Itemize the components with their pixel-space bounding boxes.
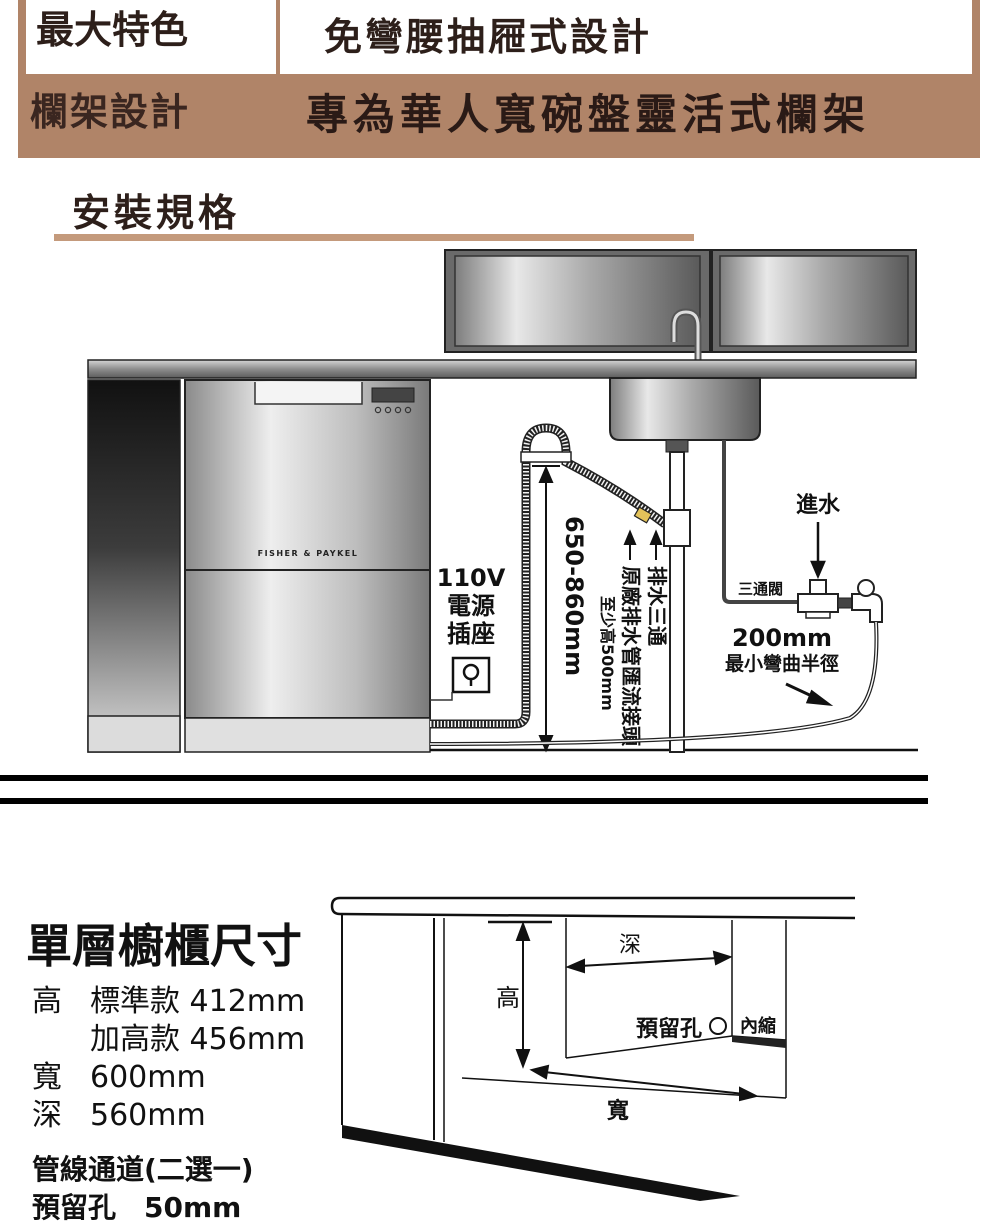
water-inlet-label: 進水	[796, 493, 841, 518]
drain-tee	[663, 509, 691, 547]
control-panel	[371, 387, 415, 403]
cabinet-base	[342, 1125, 740, 1201]
spec-width-key: 寬	[32, 1060, 62, 1095]
outlet-label-1: 電源	[447, 592, 495, 620]
sink-basin	[609, 377, 761, 441]
bend-arrow	[785, 682, 834, 707]
reserved-hole-label: 預留孔	[636, 1016, 702, 1042]
cabinet-countertop	[330, 896, 856, 920]
countertop	[87, 359, 917, 379]
cabinet-height-arrow	[515, 921, 531, 1069]
water-supply-line	[722, 440, 800, 604]
drain-label-1: 原廠排水管匯流接頭	[619, 566, 643, 747]
drain-tee-label: 排水三通	[645, 566, 669, 646]
spec-height-std: 高標準款 412mm	[32, 976, 305, 1020]
power-outlet	[451, 656, 491, 694]
cabinet-height-label: 高	[496, 984, 520, 1012]
drain-label-2: 至少高500mm	[598, 596, 617, 711]
separator-rule-1	[0, 775, 928, 781]
drain-arrows	[623, 529, 663, 560]
feature-label-rack: 欄架設計	[30, 90, 191, 134]
drain-hose	[430, 423, 668, 729]
bend-label: 最小彎曲半徑	[725, 652, 839, 675]
lower-cabinet-panel	[184, 569, 431, 719]
outlet-voltage: 110V	[437, 564, 506, 592]
install-diagram: FISHER & PAYKEL 110V 電源 插座 650-860mm 原廠排…	[87, 249, 918, 753]
upper-cabinet-right-door	[719, 255, 909, 347]
recess-label: 內縮	[740, 1015, 776, 1037]
tee-valve	[797, 593, 839, 613]
recess-strip	[732, 1036, 786, 1048]
water-inlet-arrow	[810, 522, 826, 580]
reserved-hole-icon	[709, 1017, 727, 1035]
cabinet-diagram: 高 深 寬 預留孔 內縮	[330, 896, 856, 1201]
spec-depth-key: 深	[32, 1098, 62, 1133]
dishwasher-drawer	[184, 379, 431, 571]
section-underline	[54, 234, 694, 241]
feature-row-1: 最大特色 免彎腰抽屜式設計	[18, 0, 980, 76]
cabinet-dimension-title: 單層櫥櫃尺寸	[26, 919, 302, 973]
drain-pipe	[669, 451, 685, 753]
height-range-label: 650-860mm	[560, 516, 588, 676]
control-buttons	[374, 406, 412, 414]
dishwasher-handle	[254, 382, 363, 405]
spec-height-key: 高	[32, 984, 62, 1019]
cabinet-width-label: 寬	[607, 1098, 629, 1124]
cabinet-depth-arrow	[565, 950, 733, 974]
tee-valve-label: 三通閥	[738, 580, 783, 598]
bend-value: 200mm	[732, 624, 832, 652]
channel-title: 管線通道(二選一)	[32, 1153, 254, 1186]
side-cabinet	[87, 379, 181, 753]
feature-value-drawer: 免彎腰抽屜式設計	[280, 0, 972, 74]
upper-cabinet-left-door	[454, 255, 701, 347]
outlet-label-2: 插座	[447, 620, 495, 648]
hose-clamp	[520, 451, 572, 463]
cabinet-width-arrow	[529, 1064, 759, 1102]
feature-label-max: 最大特色	[26, 0, 276, 74]
install-section-title: 安裝規格	[72, 191, 241, 235]
spec-height-tall: 加高款 456mm	[90, 1022, 306, 1057]
cabinet-depth-label: 深	[619, 933, 641, 958]
inlet-elbow	[851, 593, 883, 623]
height-dimension	[532, 465, 560, 753]
brand-label: FISHER & PAYKEL	[258, 549, 359, 558]
feature-value-rack: 專為華人寬碗盤靈活式欄架	[306, 90, 871, 139]
separator-rule-2	[0, 798, 928, 804]
